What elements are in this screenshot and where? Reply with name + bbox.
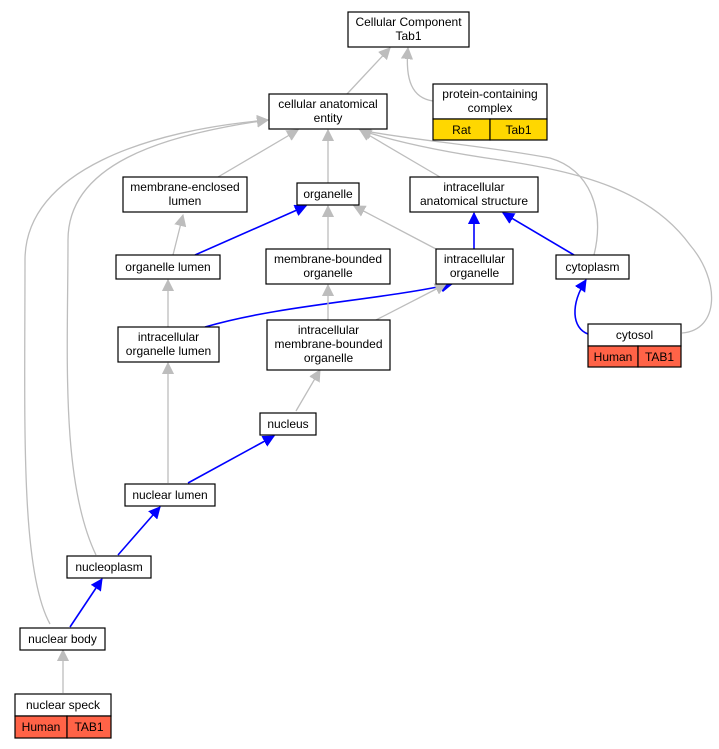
node-label-line: entity (314, 111, 343, 125)
node-label-line: Cellular Component (355, 15, 462, 29)
edge-nucleus-to-imbo (295, 370, 320, 412)
node-label-line: organelle (303, 187, 353, 201)
node-label-line: organelle lumen (126, 344, 211, 358)
tag-cell-tab1 (489, 118, 548, 141)
edge-iol-to-io (204, 284, 452, 328)
node-nuclear-lumen[interactable]: nuclear lumen (124, 483, 216, 507)
edge-nucleoplasm-to-nuclear-lumen (117, 507, 160, 556)
edges (24, 48, 713, 693)
node-label-line: organelle (450, 266, 500, 280)
tag-cell-gene (637, 345, 682, 368)
node-label-line: intracellular (138, 330, 199, 344)
node-label-line: nuclear body (28, 632, 97, 646)
node-intracellular-organelle[interactable]: intracellular organelle (435, 248, 514, 285)
edge-cytoplasm-to-cae (360, 130, 599, 256)
node-label-line: nucleus (267, 417, 308, 431)
node-label-line: Tab1 (395, 29, 421, 43)
node-membrane-enclosed-lumen[interactable]: membrane-enclosed lumen (122, 176, 248, 213)
node-label-line: membrane-bounded (274, 252, 382, 266)
node-protein-containing-complex[interactable]: protein-containing complex Rat Tab1 (432, 83, 548, 141)
edge-pcc-to-root (407, 48, 434, 102)
edge-nuclear-body-to-cae (24, 120, 268, 625)
node-intracellular-membrane-bounded-organelle[interactable]: intracellular membrane-bounded organelle (266, 319, 391, 371)
node-intracellular-anatomical-structure[interactable]: intracellular anatomical structure (409, 176, 539, 213)
node-label-line: anatomical structure (420, 194, 528, 208)
node-nuclear-body[interactable]: nuclear body (19, 627, 106, 651)
edge-cytosol-to-cae (360, 130, 713, 334)
tag-gene: Tab1 (505, 123, 531, 137)
node-label-line: lumen (169, 194, 202, 208)
node-label-line: membrane-bounded (274, 337, 382, 351)
node-label-line: intracellular (298, 323, 359, 337)
tag-cell-gene (66, 715, 112, 739)
edge-nuclear-body-to-nucleoplasm (69, 579, 103, 628)
node-label-line: cytosol (616, 328, 653, 342)
node-cellular-anatomical-entity[interactable]: cellular anatomical entity (268, 93, 388, 130)
node-nucleoplasm[interactable]: nucleoplasm (66, 555, 152, 579)
node-nucleus[interactable]: nucleus (259, 412, 317, 436)
edge-ol-to-organelle (194, 206, 306, 256)
node-cellular-component[interactable]: Cellular Component Tab1 (347, 11, 470, 48)
tag-species: Human (594, 350, 633, 364)
node-label-line: membrane-enclosed (130, 180, 239, 194)
tag-gene: TAB1 (74, 720, 103, 734)
node-label-line: nuclear lumen (132, 488, 207, 502)
edge-ol-to-mel (172, 215, 183, 256)
node-label-line: cytoplasm (565, 260, 619, 274)
node-cytosol[interactable]: cytosol Human TAB1 (587, 323, 682, 368)
edge-cae-to-root (346, 48, 390, 95)
node-cytoplasm[interactable]: cytoplasm (555, 254, 630, 280)
edge-nuclear-lumen-to-nucleus (187, 435, 274, 484)
node-intracellular-organelle-lumen[interactable]: intracellular organelle lumen (117, 326, 220, 363)
node-label-line: intracellular (444, 252, 505, 266)
tag-species: Rat (452, 123, 471, 137)
tag-species: Human (22, 720, 61, 734)
tag-gene: TAB1 (645, 350, 674, 364)
node-organelle-lumen[interactable]: organelle lumen (115, 254, 221, 280)
node-label-line: complex (468, 101, 513, 115)
node-label-line: organelle (304, 351, 354, 365)
node-organelle[interactable]: organelle (296, 182, 360, 206)
node-label-line: protein-containing (442, 87, 537, 101)
node-membrane-bounded-organelle[interactable]: membrane-bounded organelle (265, 248, 391, 285)
edge-io-to-organelle (354, 205, 437, 250)
node-label-line: intracellular (443, 180, 504, 194)
edge-cytoplasm-to-ias (503, 212, 575, 256)
edge-imbo-to-io (375, 283, 446, 321)
edge-mel-to-cae (217, 130, 298, 178)
node-nuclear-speck[interactable]: nuclear speck Human TAB1 (14, 693, 112, 739)
edge-nucleoplasm-to-cae (66, 120, 268, 556)
node-label-line: nucleoplasm (75, 560, 142, 574)
nodes: Cellular Component Tab1 cellular anatomi… (14, 11, 682, 739)
edge-ias-to-cae (360, 130, 441, 178)
node-label-line: nuclear speck (26, 698, 101, 712)
node-label-line: organelle lumen (125, 260, 210, 274)
edge-cytosol-to-cytoplasm (574, 280, 589, 335)
node-label-line: cellular anatomical (278, 97, 377, 111)
node-label-line: organelle (303, 266, 353, 280)
